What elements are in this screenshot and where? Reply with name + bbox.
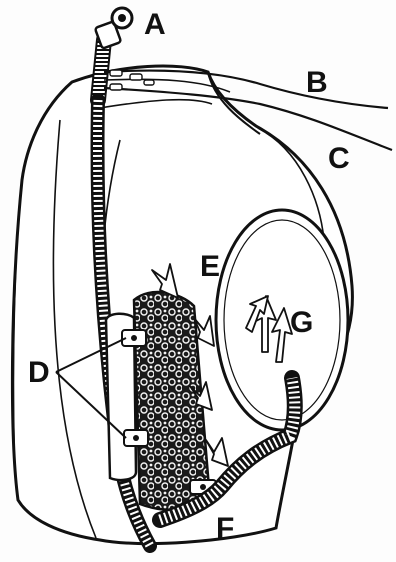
label-b: B bbox=[306, 66, 328, 99]
label-g: G bbox=[290, 306, 313, 339]
label-f: F bbox=[216, 512, 234, 545]
label-c: C bbox=[328, 142, 350, 175]
hose-connector-icon bbox=[95, 8, 132, 49]
label-d: D bbox=[28, 356, 50, 389]
pad-clip-lower bbox=[124, 430, 148, 446]
label-a: A bbox=[144, 8, 166, 41]
label-e: E bbox=[200, 250, 220, 283]
